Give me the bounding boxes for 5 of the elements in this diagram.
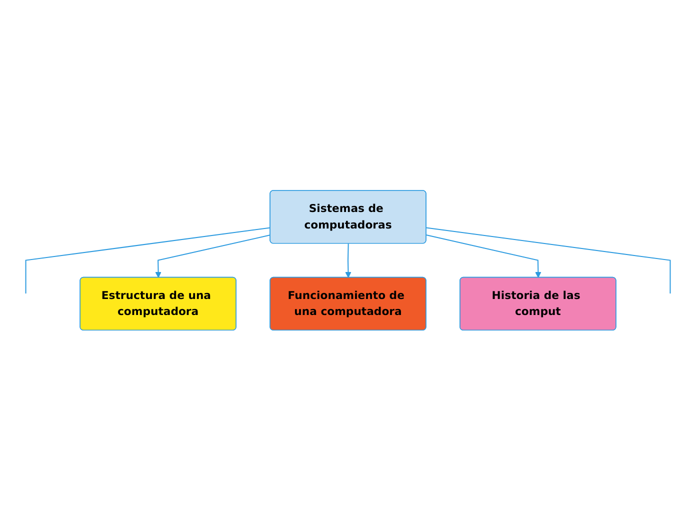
connector — [426, 226, 671, 294]
arrow — [155, 234, 270, 278]
arrow — [345, 243, 352, 278]
arrow — [426, 234, 542, 278]
connector — [25, 226, 270, 294]
